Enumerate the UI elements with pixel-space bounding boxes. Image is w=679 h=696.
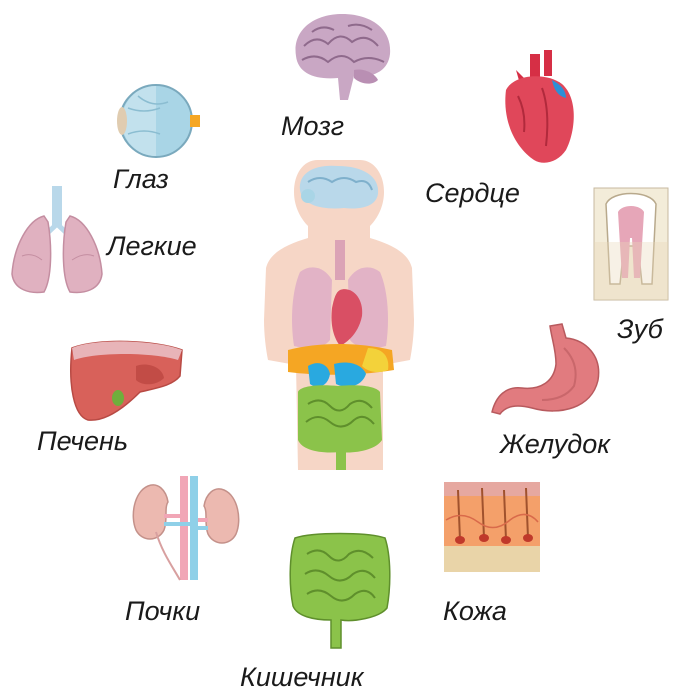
liver-illustration xyxy=(66,336,186,426)
kidneys-illustration xyxy=(128,472,244,584)
heart-illustration xyxy=(496,50,580,168)
label-lungs: Легкие xyxy=(107,233,197,260)
label-skin: Кожа xyxy=(443,598,507,625)
skin-illustration xyxy=(442,480,542,574)
body-diagram xyxy=(258,160,418,470)
brain-illustration xyxy=(288,10,396,104)
label-liver: Печень xyxy=(37,428,128,455)
label-eye: Глаз xyxy=(113,166,169,193)
label-tooth: Зуб xyxy=(617,316,663,343)
eye-illustration xyxy=(108,78,204,164)
intestine-illustration xyxy=(283,526,397,650)
stomach-illustration xyxy=(490,320,608,420)
label-kidneys: Почки xyxy=(125,598,200,625)
tooth-illustration xyxy=(592,186,670,302)
label-intestine: Кишечник xyxy=(240,664,363,691)
lungs-illustration xyxy=(8,186,106,300)
label-stomach: Желудок xyxy=(500,431,610,458)
label-brain: Мозг xyxy=(281,113,344,140)
label-heart: Сердце xyxy=(425,180,520,207)
